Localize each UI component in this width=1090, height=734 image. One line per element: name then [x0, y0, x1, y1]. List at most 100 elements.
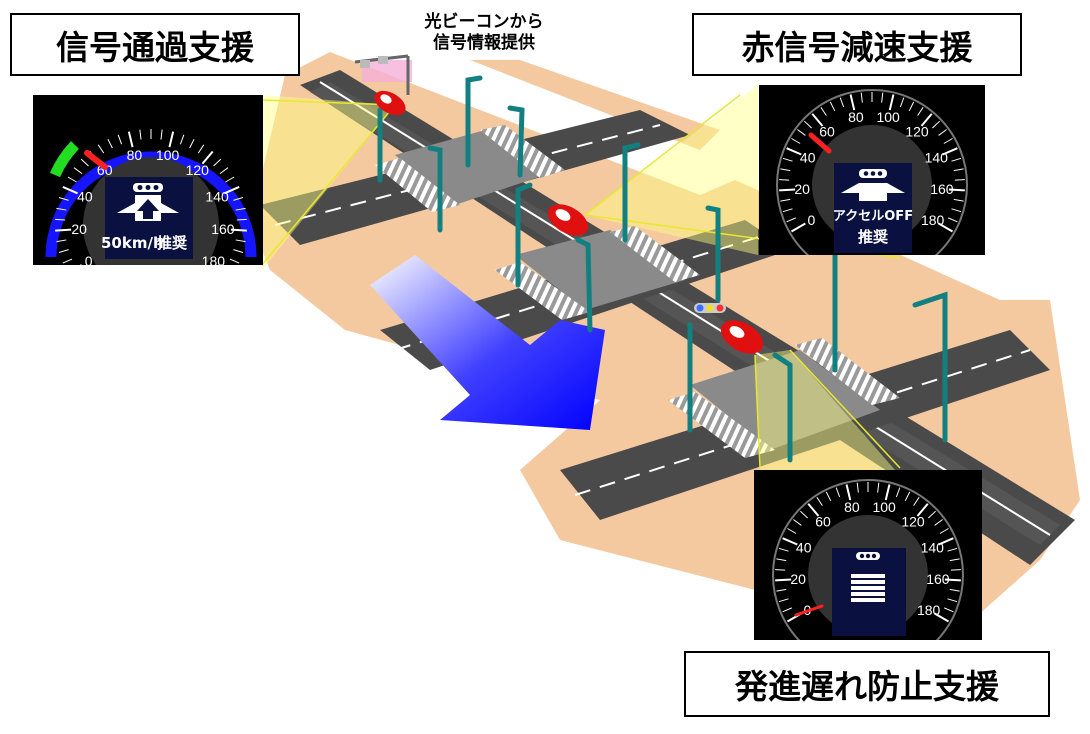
gauge-tick — [55, 218, 66, 221]
gauge-needle — [84, 150, 108, 170]
gauge-tick — [775, 578, 792, 582]
gauge-tick — [948, 217, 958, 223]
red-decel-label: 赤信号減速支援 — [692, 13, 1022, 76]
gauge-scale-number: 60 — [819, 123, 835, 139]
gauge-tick — [139, 129, 142, 140]
gauge-tick — [782, 208, 793, 213]
gauge-tick — [233, 196, 244, 201]
gauge-tick — [58, 249, 69, 254]
gauge-tick — [97, 144, 105, 154]
gauge-tick — [895, 487, 901, 498]
gauge-tick — [107, 138, 113, 149]
gauge-scale-number: 140 — [921, 539, 945, 555]
gauge-tick — [117, 134, 123, 145]
gauge-tick — [949, 588, 960, 592]
gauge-scale-number: 160 — [926, 571, 950, 587]
gauge-tick — [780, 198, 791, 202]
gauge-tick — [839, 97, 845, 108]
gauge-tick — [230, 228, 247, 232]
gauge-tick — [951, 208, 962, 213]
gauge-tick — [942, 147, 958, 156]
gauge-tick — [56, 207, 67, 211]
gauge-scale-number: 40 — [77, 188, 93, 204]
gauge-tick — [168, 131, 175, 148]
gauge-tick — [786, 147, 802, 156]
gauge-tick — [179, 134, 185, 145]
gauge-tick — [804, 120, 812, 129]
beacon-caption-line2: 信号情報提供 — [433, 33, 535, 53]
pass-assist-label: 信号通過支援 — [10, 13, 300, 76]
gauge-tick — [884, 484, 891, 501]
gauge-scale-number: 180 — [917, 602, 941, 618]
gauge-tick — [860, 92, 863, 103]
recommended-speed-text: 50km/h — [101, 234, 164, 252]
gauge-tick — [67, 176, 77, 183]
gauge-ticks — [55, 129, 247, 265]
beacon-gantry — [354, 54, 412, 95]
gauge-tick — [939, 528, 949, 534]
gauge-tick — [811, 113, 824, 127]
up-arrow-icon — [137, 199, 159, 219]
gauge-tick — [938, 537, 954, 546]
gauge-tick — [201, 150, 214, 165]
gauge-tick — [782, 157, 793, 162]
gauge-scale-number: 180 — [202, 253, 226, 265]
gauge-scale-number: 80 — [127, 147, 143, 163]
gauge-tick — [904, 491, 911, 502]
gauge-scale-number: 80 — [848, 109, 864, 125]
gauge-tick — [881, 92, 884, 103]
gauge-tick — [778, 547, 789, 552]
gauge-scale-number: 120 — [905, 123, 929, 139]
start-delay-label: 発進遅れ防止支援 — [684, 651, 1050, 717]
gauge-tick — [938, 129, 947, 136]
accel-off-text: アクセルOFF — [833, 209, 913, 224]
gauge-tick — [778, 598, 789, 603]
gauge-scale-number: 80 — [844, 499, 860, 515]
gauge-tick — [944, 607, 954, 613]
gauge-scale-number: 120 — [901, 513, 925, 529]
gauge-scale-number: 100 — [156, 147, 180, 163]
gauge-ticks — [775, 482, 961, 623]
gauge-tick — [793, 519, 802, 526]
gauge-scale-number: 20 — [794, 181, 810, 197]
gauge-tick — [807, 503, 820, 517]
gauge-tick — [224, 186, 240, 195]
gauge-tick — [786, 217, 796, 223]
gauge-tick — [835, 487, 841, 498]
gauge-tick — [790, 222, 806, 233]
gauge-tick — [928, 510, 936, 519]
gauge-tick — [127, 131, 134, 148]
gauge-scale-number: 0 — [807, 212, 815, 228]
gauge-scale-number: 140 — [925, 149, 949, 165]
gauge-tick — [225, 176, 235, 183]
gauge-tick — [820, 107, 827, 116]
gauge-tick — [938, 222, 954, 233]
gauge-scale-number: 160 — [211, 221, 235, 237]
gauge-needle — [808, 132, 832, 154]
gauge-tick — [934, 612, 950, 623]
gauge-tick — [888, 94, 895, 111]
gauge-tick — [944, 578, 961, 582]
gauge-tick — [950, 569, 961, 571]
gauge-scale-number: 60 — [815, 513, 831, 529]
gauge-tick — [160, 129, 163, 140]
gauge-tick — [949, 558, 960, 562]
gauge-tick — [775, 569, 786, 571]
gauge-tick — [779, 179, 790, 181]
stop-lines-icon — [851, 574, 885, 602]
signal-light-icon — [133, 183, 163, 192]
gauge-tick — [953, 198, 964, 202]
gauge-scale-number: 140 — [205, 188, 229, 204]
gauge-tick — [917, 107, 924, 116]
gauge-ticks — [779, 92, 965, 233]
gauge-tick — [780, 168, 791, 172]
gauge-scale-number: 180 — [921, 212, 945, 228]
car-1 — [374, 90, 406, 116]
gauge-green-zone — [49, 141, 80, 178]
gauge-tick — [947, 547, 958, 552]
beacon-caption-line1: 光ビーコンから — [424, 12, 544, 32]
signal-poles — [377, 75, 948, 463]
gauge-tick — [920, 113, 933, 127]
gauge-tick — [877, 482, 880, 493]
